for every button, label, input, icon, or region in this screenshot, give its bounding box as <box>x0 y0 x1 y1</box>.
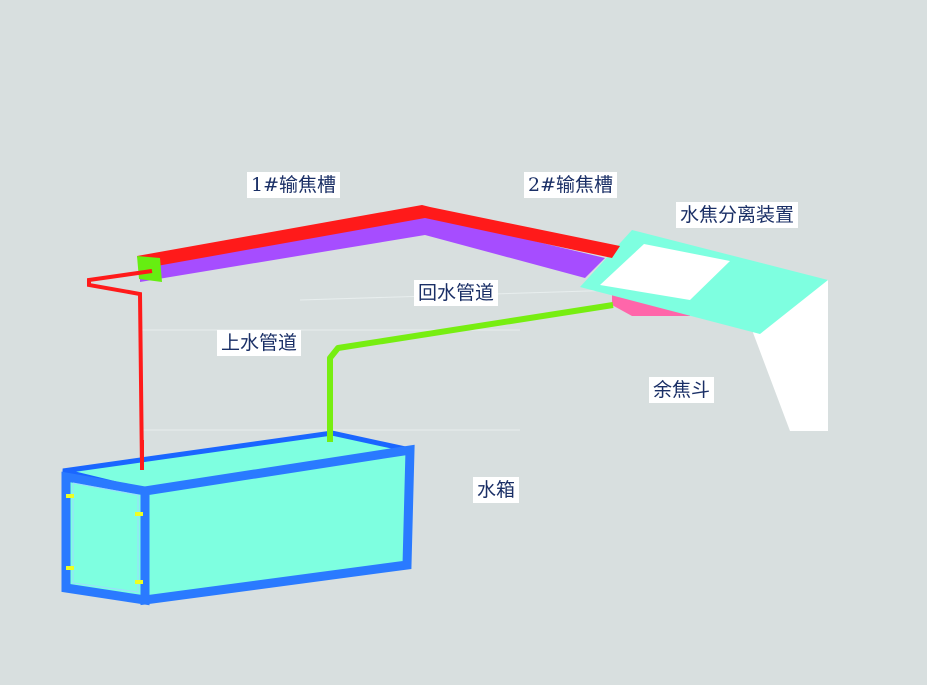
trough-end-face <box>137 256 162 282</box>
trough-top-face <box>137 205 620 269</box>
water-coke-separator <box>580 230 828 334</box>
label-separator: 水焦分离装置 <box>676 202 799 228</box>
water-tank <box>61 430 415 606</box>
label-return-pipe: 回水管道 <box>414 280 499 306</box>
trough-side-face <box>140 215 605 282</box>
label-trough-2: 2#输焦槽 <box>524 172 618 198</box>
label-hopper: 余焦斗 <box>649 377 715 403</box>
supply-pipe <box>87 269 153 471</box>
return-pipe <box>327 302 614 442</box>
label-water-tank: 水箱 <box>473 477 520 503</box>
construction-lines <box>140 289 621 431</box>
label-trough-1: 1#输焦槽 <box>247 172 341 198</box>
label-supply-pipe: 上水管道 <box>217 330 302 356</box>
